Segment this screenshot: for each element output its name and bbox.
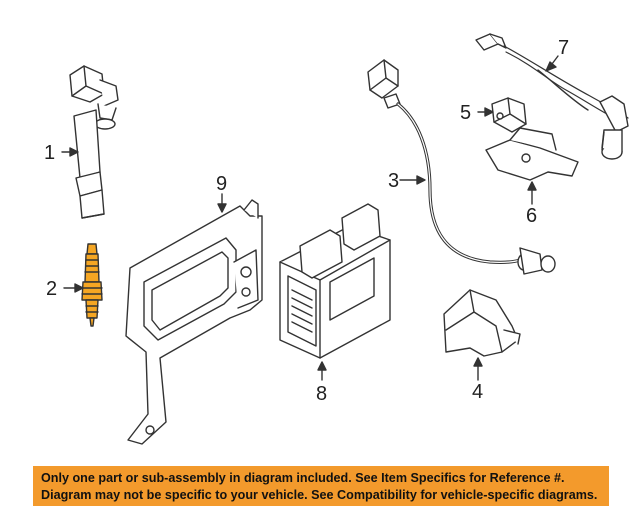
- callout-number-3: 3: [388, 170, 400, 192]
- disclaimer-line-2: Diagram may not be specific to your vehi…: [41, 488, 598, 502]
- callout-leaders: [61, 55, 559, 381]
- sensor-bracket: [485, 127, 579, 181]
- callout-number-1: 1: [44, 142, 56, 164]
- callout-number-8: 8: [316, 383, 328, 405]
- disclaimer-banner: Only one part or sub-assembly in diagram…: [33, 466, 609, 506]
- ecu-module: [279, 203, 391, 359]
- cover-bracket: [443, 289, 521, 357]
- parts-diagram: [61, 33, 629, 445]
- sensor-cable: [367, 59, 556, 275]
- callout-number-2: 2: [46, 278, 58, 300]
- sensor-small: [491, 97, 527, 133]
- callout-number-6: 6: [526, 205, 538, 227]
- ecu-bracket: [125, 199, 263, 445]
- callout-number-4: 4: [472, 381, 484, 403]
- knock-sensor: [475, 33, 629, 160]
- callout-number-9: 9: [216, 173, 228, 195]
- ignition-coil: [69, 65, 119, 219]
- disclaimer-line-1: Only one part or sub-assembly in diagram…: [41, 471, 565, 485]
- callout-number-7: 7: [558, 37, 570, 59]
- spark-plug: [81, 243, 103, 327]
- callout-number-5: 5: [460, 102, 472, 124]
